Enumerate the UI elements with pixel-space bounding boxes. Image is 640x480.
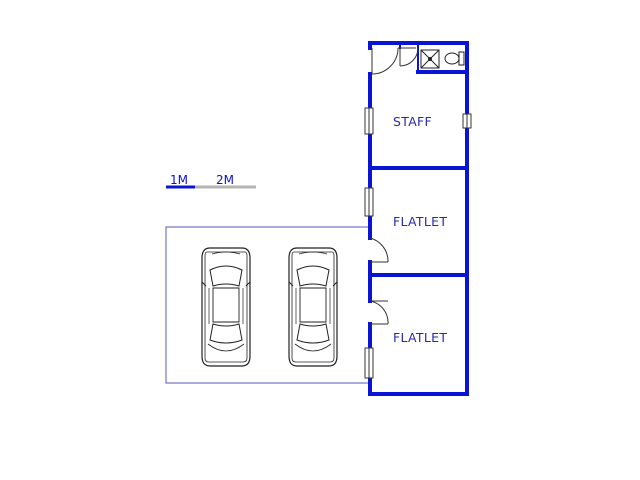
car-left bbox=[201, 247, 251, 367]
scale-label-1m: 1M bbox=[170, 173, 188, 187]
carport-outline bbox=[165, 226, 369, 384]
scale-label-2m: 2M bbox=[216, 173, 234, 187]
door-flatlet-upper bbox=[369, 237, 389, 263]
room-label-staff: STAFF bbox=[393, 114, 432, 129]
door-flatlet-lower bbox=[369, 300, 389, 325]
scale-bar: 1M 2M bbox=[166, 173, 256, 189]
car-right bbox=[288, 247, 338, 367]
toilet-icon bbox=[444, 51, 465, 66]
windows bbox=[364, 107, 472, 379]
room-label-flatlet-upper: FLATLET bbox=[393, 214, 447, 229]
shower-fixture bbox=[420, 49, 440, 69]
door-staff-entry bbox=[371, 47, 419, 75]
room-label-flatlet-lower: FLATLET bbox=[393, 330, 447, 345]
doors bbox=[369, 47, 419, 325]
